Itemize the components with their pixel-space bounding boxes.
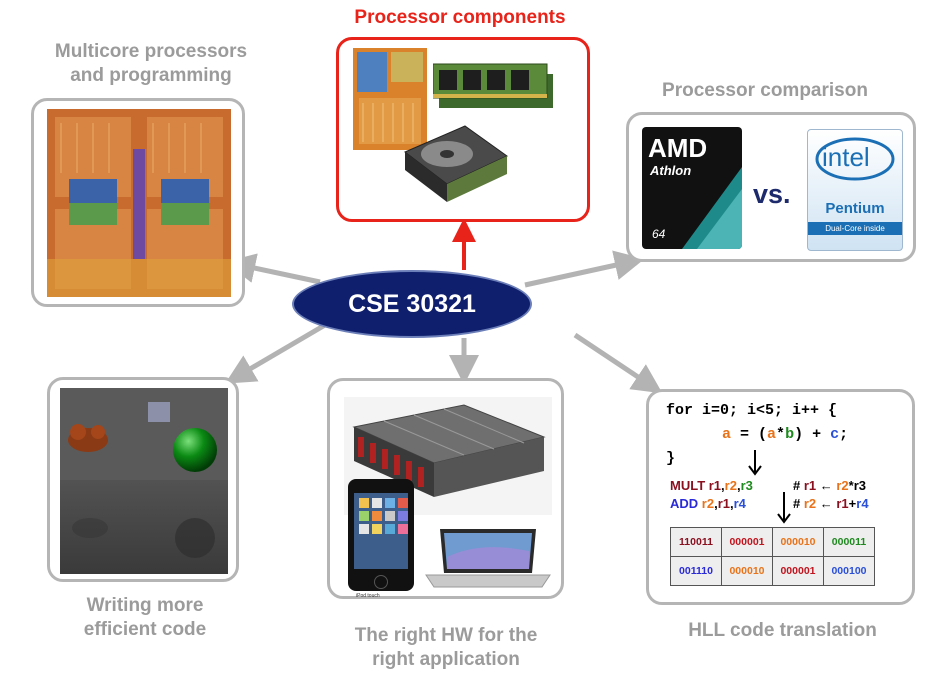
hard-drive-image (404, 125, 508, 202)
asm-c2-hash: # (793, 496, 804, 511)
topic-components-title: Processor components (354, 7, 566, 28)
asm-c1-r1: r1 (803, 478, 817, 493)
processor-die-image (353, 48, 427, 150)
topic-efficient-box (47, 377, 239, 582)
amd-brand: AMD (648, 133, 708, 163)
hll-source-line2: a = (a*b) + c; (722, 426, 848, 443)
asm-c1-hash: # (793, 478, 804, 493)
amd-product: Athlon (650, 163, 692, 178)
machine-code-cell: 001110 (670, 556, 722, 586)
multicore-die-image (47, 109, 231, 297)
asm-mult-r3: r3 (740, 478, 753, 493)
asm-mult-c1: , (721, 478, 725, 493)
machine-code-cell: 000011 (823, 527, 875, 557)
machine-code-cell: 000001 (772, 556, 824, 586)
intel-pentium-logo: intel Pentium Dual-Core inside (807, 129, 903, 251)
op-plus: ) + (794, 426, 831, 443)
var-b: b (785, 426, 795, 443)
asm-mult-r2: r2 (724, 478, 737, 493)
amd-athlon-logo: AMD Athlon 64 (642, 127, 742, 249)
topic-comparison-box: AMD Athlon 64 vs. intel Pentium Dual-Cor… (626, 112, 916, 262)
topic-multicore-title: Multicore processors and programming (54, 41, 248, 86)
topic-hll-title: HLL code translation (688, 620, 877, 641)
course-label: CSE 30321 (348, 289, 476, 318)
asm-add-r1: r1 (717, 496, 730, 511)
machine-code-row: 001110 000010 000001 000100 (670, 556, 875, 586)
compile-arrow-2 (777, 492, 791, 524)
machine-code-row: 110011 000001 000010 000011 (670, 527, 875, 557)
ipod-touch-image (348, 479, 414, 591)
machine-code-cell: 000100 (823, 556, 875, 586)
asm-c2-arrow: ← (816, 496, 837, 511)
asm-c1-arrow: ← (816, 478, 837, 493)
asm-comment-add: # r2 ← r1+r4 (793, 496, 869, 511)
machine-code-cell: 000010 (721, 556, 773, 586)
asm-c2-r4: r4 (856, 496, 869, 511)
vs-label: vs. (753, 179, 791, 209)
asm-c1-r2: r2 (836, 478, 849, 493)
var-c: c (830, 426, 840, 443)
asm-add-r2: r2 (701, 496, 715, 511)
op-star: * (776, 426, 786, 443)
asm-c1-star: * (848, 478, 854, 493)
topic-multicore-box (31, 98, 245, 307)
machine-code-cell: 000010 (772, 527, 824, 557)
course-ellipse: CSE 30321 (292, 270, 532, 338)
asm-line-add: ADD r2,r1,r4 (670, 496, 746, 511)
machine-code-cell: 110011 (670, 527, 722, 557)
ram-modules-image (433, 63, 553, 108)
arrow-to-comparison (524, 250, 645, 288)
var-a2: a (767, 426, 777, 443)
op-eq: = ( (731, 426, 768, 443)
hll-source-line1: for i=0; i<5; i++ { (666, 402, 838, 419)
rendered-scene-image (60, 388, 228, 574)
asm-c1-r3: r3 (853, 478, 867, 493)
machine-code-cell: 000001 (721, 527, 773, 557)
op-end: ; (839, 426, 849, 443)
intel-subtitle: Dual-Core inside (808, 222, 902, 235)
asm-mult-op: MULT (670, 478, 709, 493)
amd-bits: 64 (652, 227, 666, 241)
asm-add-c2: , (730, 496, 734, 511)
intel-brand: intel (822, 142, 870, 172)
hll-source-line3: } (666, 450, 676, 467)
ipod-caption: iPod touch (356, 593, 380, 599)
asm-comment-mult: # r1 ← r2*r3 (793, 478, 866, 493)
arrow-to-multicore (225, 253, 321, 285)
arrow-to-hll (573, 332, 663, 394)
asm-c2-plus: + (848, 496, 857, 511)
arrow-to-efficient (225, 322, 327, 384)
topic-components-box (336, 37, 590, 222)
topic-hardware-box: iPod touch (327, 378, 564, 599)
laptop-image (425, 529, 551, 588)
asm-add-op: ADD (670, 496, 702, 511)
var-a: a (722, 426, 732, 443)
asm-add-c1: , (714, 496, 718, 511)
asm-c2-r1: r1 (836, 496, 849, 511)
machine-code-table: 110011 000001 000010 000011 001110 00001… (670, 527, 875, 586)
topic-comparison-title: Processor comparison (662, 80, 868, 101)
topic-hardware-title: The right HW for the right application (354, 625, 538, 670)
asm-mult-c2: , (736, 478, 741, 493)
asm-mult-r1: r1 (708, 478, 722, 493)
asm-c2-r2: r2 (803, 496, 817, 511)
intel-product: Pentium (825, 200, 885, 217)
asm-line-mult: MULT r1,r2,r3 (670, 478, 753, 493)
topic-efficient-title: Writing more efficient code (83, 595, 207, 640)
asm-add-r4: r4 (733, 496, 746, 511)
compile-arrow-1 (748, 450, 762, 476)
